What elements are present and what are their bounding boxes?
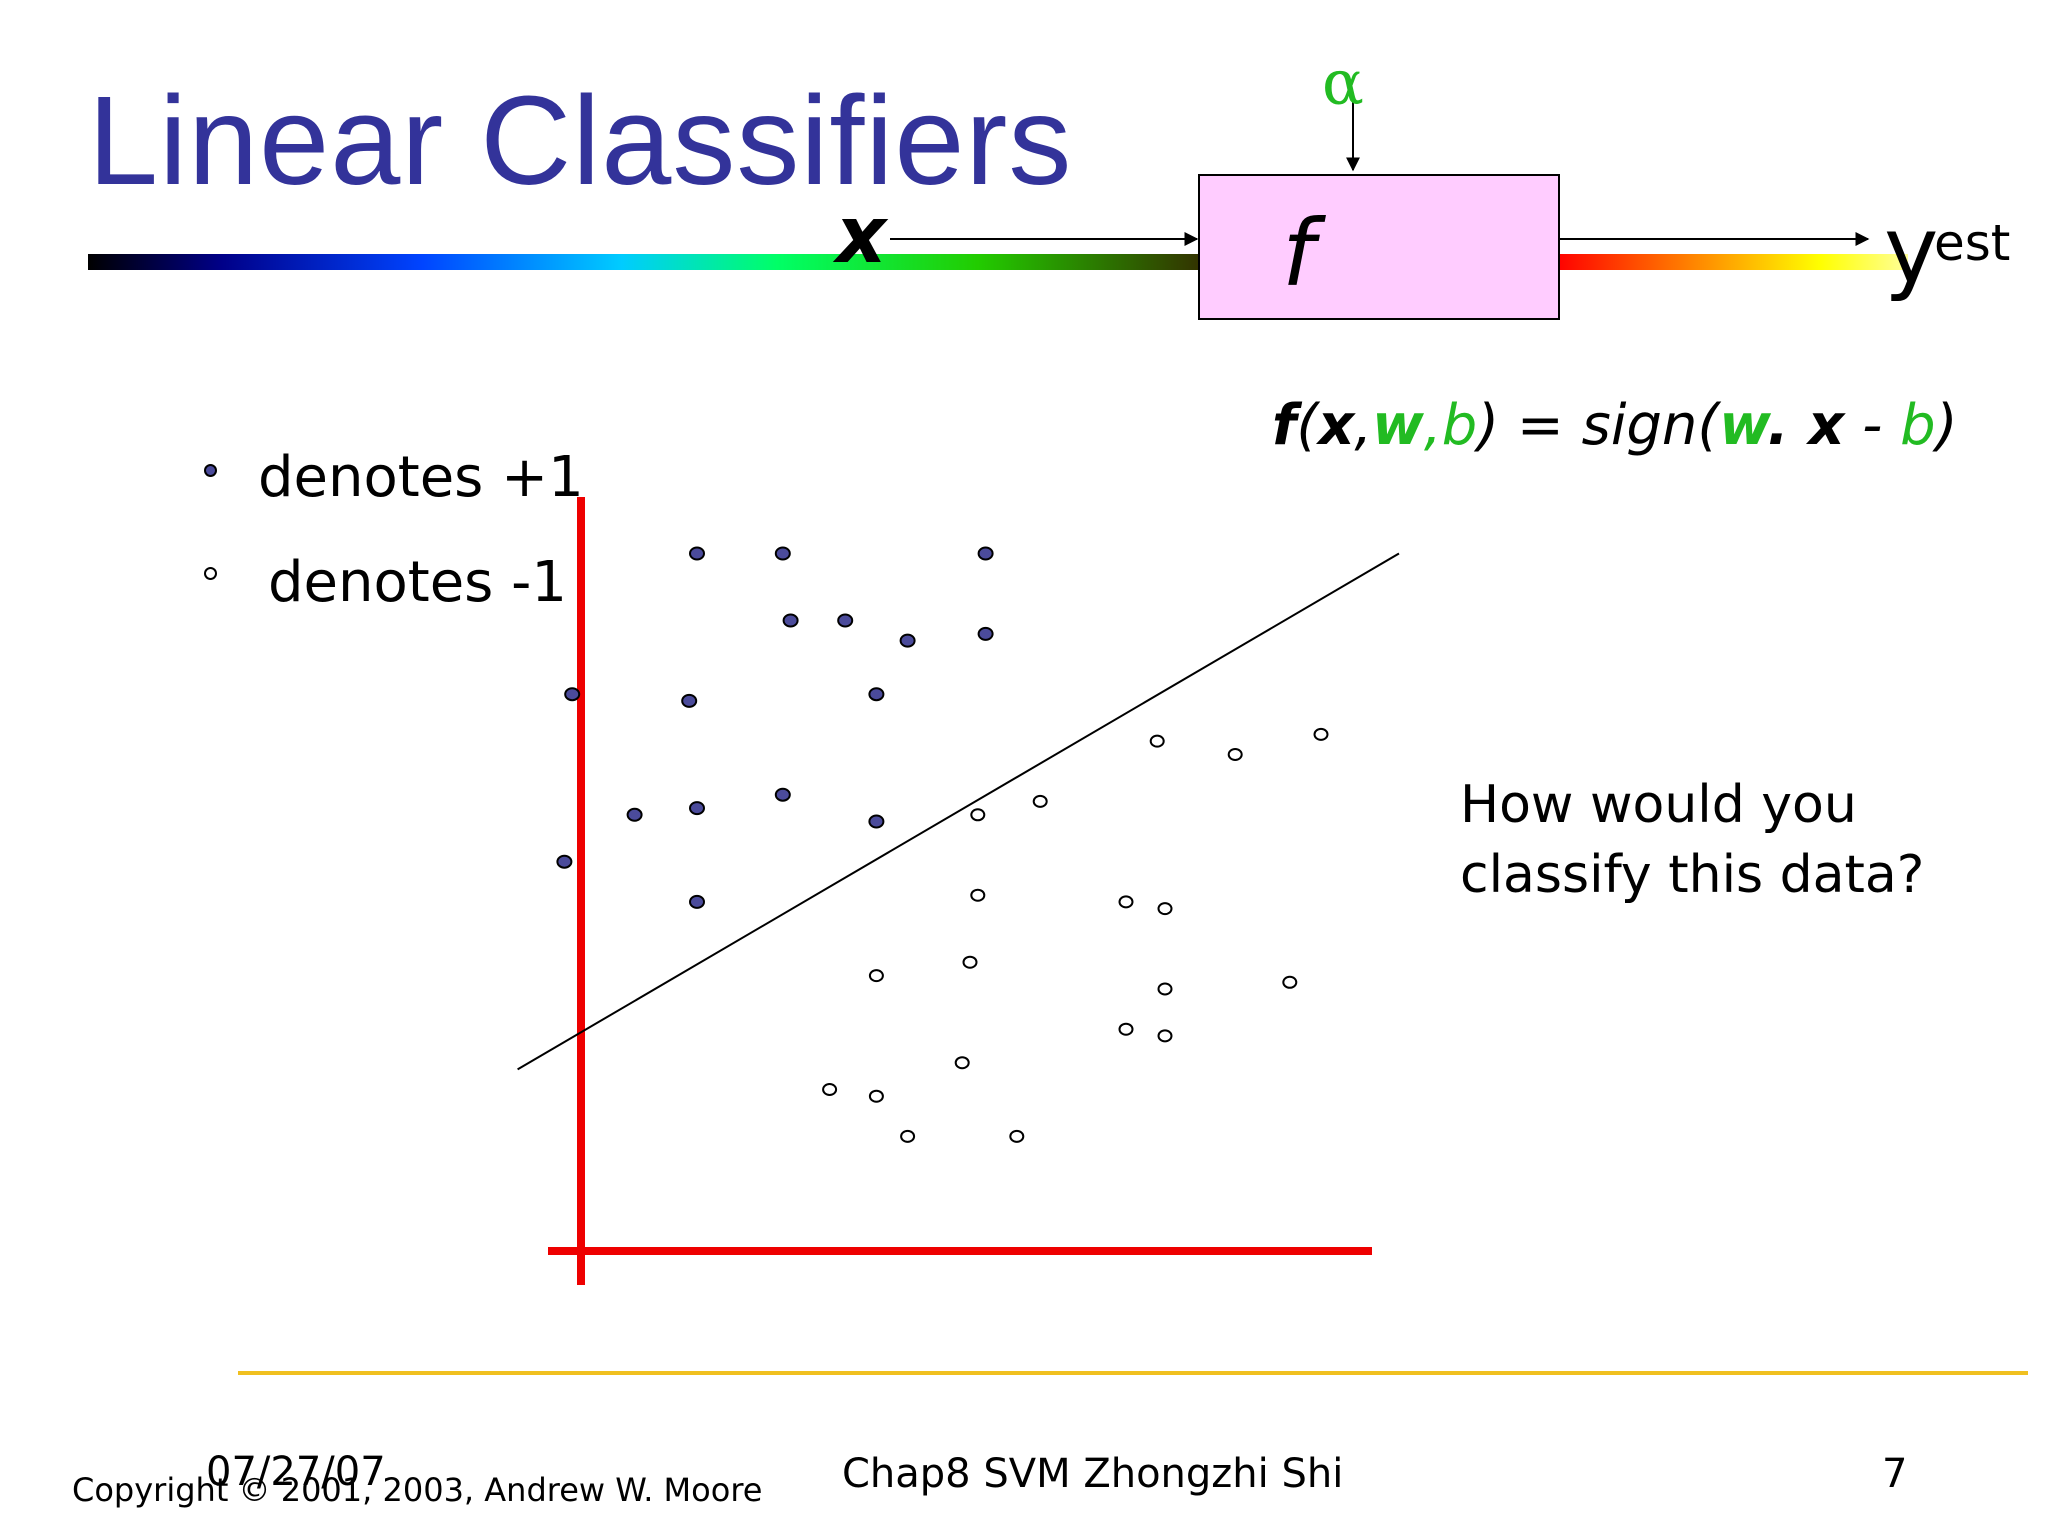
- negative-point-5: [1032, 794, 1048, 808]
- negative-point-11: [1157, 982, 1173, 996]
- positive-point-10: [868, 687, 885, 702]
- positive-point-9: [681, 693, 698, 708]
- negative-point-18: [900, 1129, 916, 1143]
- negative-point-15: [954, 1056, 970, 1070]
- negative-point-14: [1157, 1029, 1173, 1043]
- positive-point-7: [977, 626, 994, 641]
- positive-point-15: [556, 854, 573, 869]
- scatter-plot: [517, 497, 1400, 1285]
- footer-page-number: 7: [1882, 1451, 1908, 1497]
- formula-dot: .: [1767, 393, 1809, 458]
- negative-point-17: [868, 1089, 884, 1103]
- legend-positive-label: denotes +1: [258, 445, 584, 510]
- negative-point-8: [1157, 902, 1173, 916]
- title-rainbow-bar: [88, 254, 1200, 270]
- negative-point-2: [1227, 748, 1243, 761]
- footer-date: 07/27/07: [206, 1449, 386, 1495]
- positive-point-2: [782, 613, 799, 628]
- question-line-2: classify this data?: [1460, 845, 1925, 905]
- legend-negative-marker: [204, 567, 217, 580]
- positive-point-6: [977, 546, 994, 561]
- formula-comma1: ,: [1354, 393, 1373, 458]
- positive-point-14: [868, 814, 885, 829]
- formula-comma2: ,: [1423, 393, 1442, 458]
- function-box: [1198, 174, 1560, 320]
- negative-point-13: [1118, 1022, 1134, 1036]
- negative-point-19: [1009, 1129, 1025, 1143]
- formula-b: b: [1441, 393, 1478, 458]
- negative-point-6: [970, 888, 986, 902]
- formula-w2: w: [1719, 393, 1768, 458]
- formula-end: ): [1935, 393, 1958, 458]
- negative-point-3: [1313, 727, 1329, 741]
- positive-point-11: [774, 787, 791, 802]
- formula-x: x: [1318, 393, 1355, 458]
- negative-point-12: [1282, 975, 1298, 989]
- legend-negative-label: denotes -1: [268, 550, 567, 615]
- input-x-label: x: [832, 191, 889, 281]
- positive-point-3: [837, 613, 854, 628]
- question-text: How would you classify this data?: [1460, 770, 1924, 910]
- slide-title: Linear Classifiers: [88, 70, 1073, 211]
- footer-course-title: Chap8 SVM Zhongzhi Shi: [842, 1451, 1344, 1497]
- decision-boundary-line: [517, 552, 1400, 1071]
- negative-point-10: [962, 955, 978, 969]
- positive-point-1: [689, 546, 705, 561]
- positive-point-13: [689, 801, 705, 816]
- formula-w: w: [1372, 393, 1424, 458]
- formula-minus: -: [1844, 393, 1901, 458]
- negative-point-9: [868, 969, 884, 983]
- output-est-superscript: est: [1934, 214, 2010, 272]
- formula-f: f: [1272, 393, 1297, 458]
- positive-point-16: [689, 894, 705, 909]
- positive-point-4: [774, 546, 791, 561]
- positive-point-12: [626, 807, 643, 822]
- classifier-formula: f(x,w,b) = sign(w. x - b): [1272, 398, 1958, 454]
- formula-open: (: [1296, 393, 1319, 458]
- positive-point-8: [564, 687, 581, 702]
- positive-point-5: [899, 633, 916, 648]
- formula-close-eq: ) = sign(: [1477, 393, 1720, 458]
- output-y-label: y: [1884, 197, 1938, 304]
- legend-positive-marker: [204, 464, 217, 477]
- negative-point-1: [1149, 734, 1165, 748]
- negative-point-7: [1118, 895, 1134, 909]
- formula-x2: x: [1808, 393, 1845, 458]
- output-rainbow-bar: [1556, 254, 1908, 270]
- formula-b2: b: [1900, 393, 1936, 458]
- negative-point-4: [970, 808, 986, 822]
- param-alpha-label: α: [1322, 46, 1364, 119]
- negative-point-16: [822, 1083, 838, 1096]
- footer-copyright: Copyright © 2001, 2003, Andrew W. Moore: [72, 1471, 763, 1509]
- question-line-1: How would you: [1460, 775, 1857, 835]
